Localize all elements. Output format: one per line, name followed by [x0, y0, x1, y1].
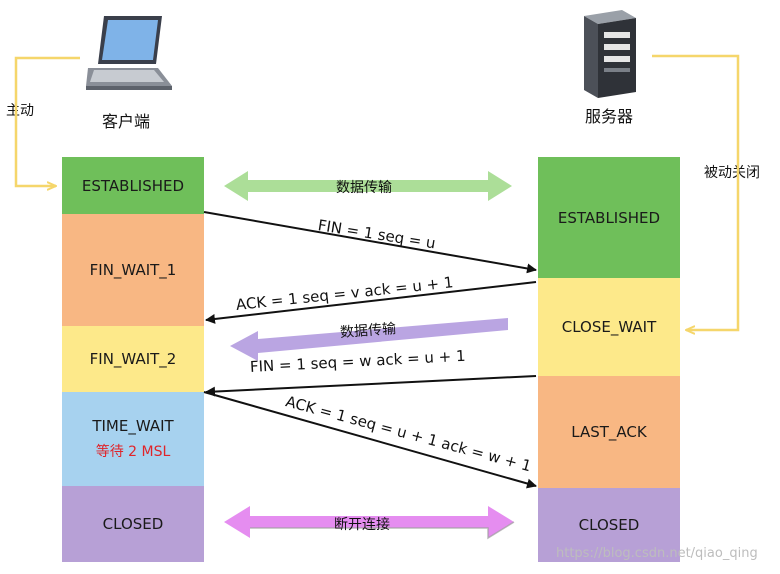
active-connector — [14, 56, 80, 186]
server-icon — [578, 8, 642, 100]
arrow-fin-1 — [203, 211, 537, 274]
transfer-arrow-mid — [230, 318, 508, 361]
arrow-ack-2 — [203, 391, 537, 489]
arrow-fin-2 — [205, 375, 537, 397]
client-state-closed: CLOSED — [62, 486, 204, 562]
client-state-time-wait: TIME_WAIT 等待 2 MSL — [62, 392, 204, 486]
laptop-icon — [84, 12, 174, 94]
client-state-fin-wait-2: FIN_WAIT_2 — [62, 326, 204, 392]
arrow-ack-1 — [205, 281, 537, 324]
disconnect-arrow — [224, 506, 514, 538]
server-state-closed: CLOSED — [538, 488, 680, 562]
transfer-label-top: 数据传输 — [336, 180, 392, 196]
time-wait-note: 等待 2 MSL — [95, 444, 171, 460]
server-state-last-ack: LAST_ACK — [538, 376, 680, 488]
watermark: https://blog.csdn.net/qiao_qing — [556, 546, 758, 561]
passive-connector — [652, 54, 740, 330]
disconnect-label: 断开连接 — [334, 517, 390, 533]
client-label: 客户端 — [102, 112, 151, 131]
transfer-label-mid: 数据传输 — [339, 321, 397, 341]
server-state-close-wait: CLOSE_WAIT — [538, 278, 680, 376]
client-state-fin-wait-1: FIN_WAIT_1 — [62, 214, 204, 326]
active-label: 主动 — [6, 103, 34, 119]
passive-label: 被动关闭 — [704, 165, 760, 181]
server-state-established: ESTABLISHED — [538, 157, 680, 278]
transfer-arrow-top — [224, 171, 512, 201]
server-label: 服务器 — [585, 107, 634, 126]
client-state-established: ESTABLISHED — [62, 157, 204, 214]
